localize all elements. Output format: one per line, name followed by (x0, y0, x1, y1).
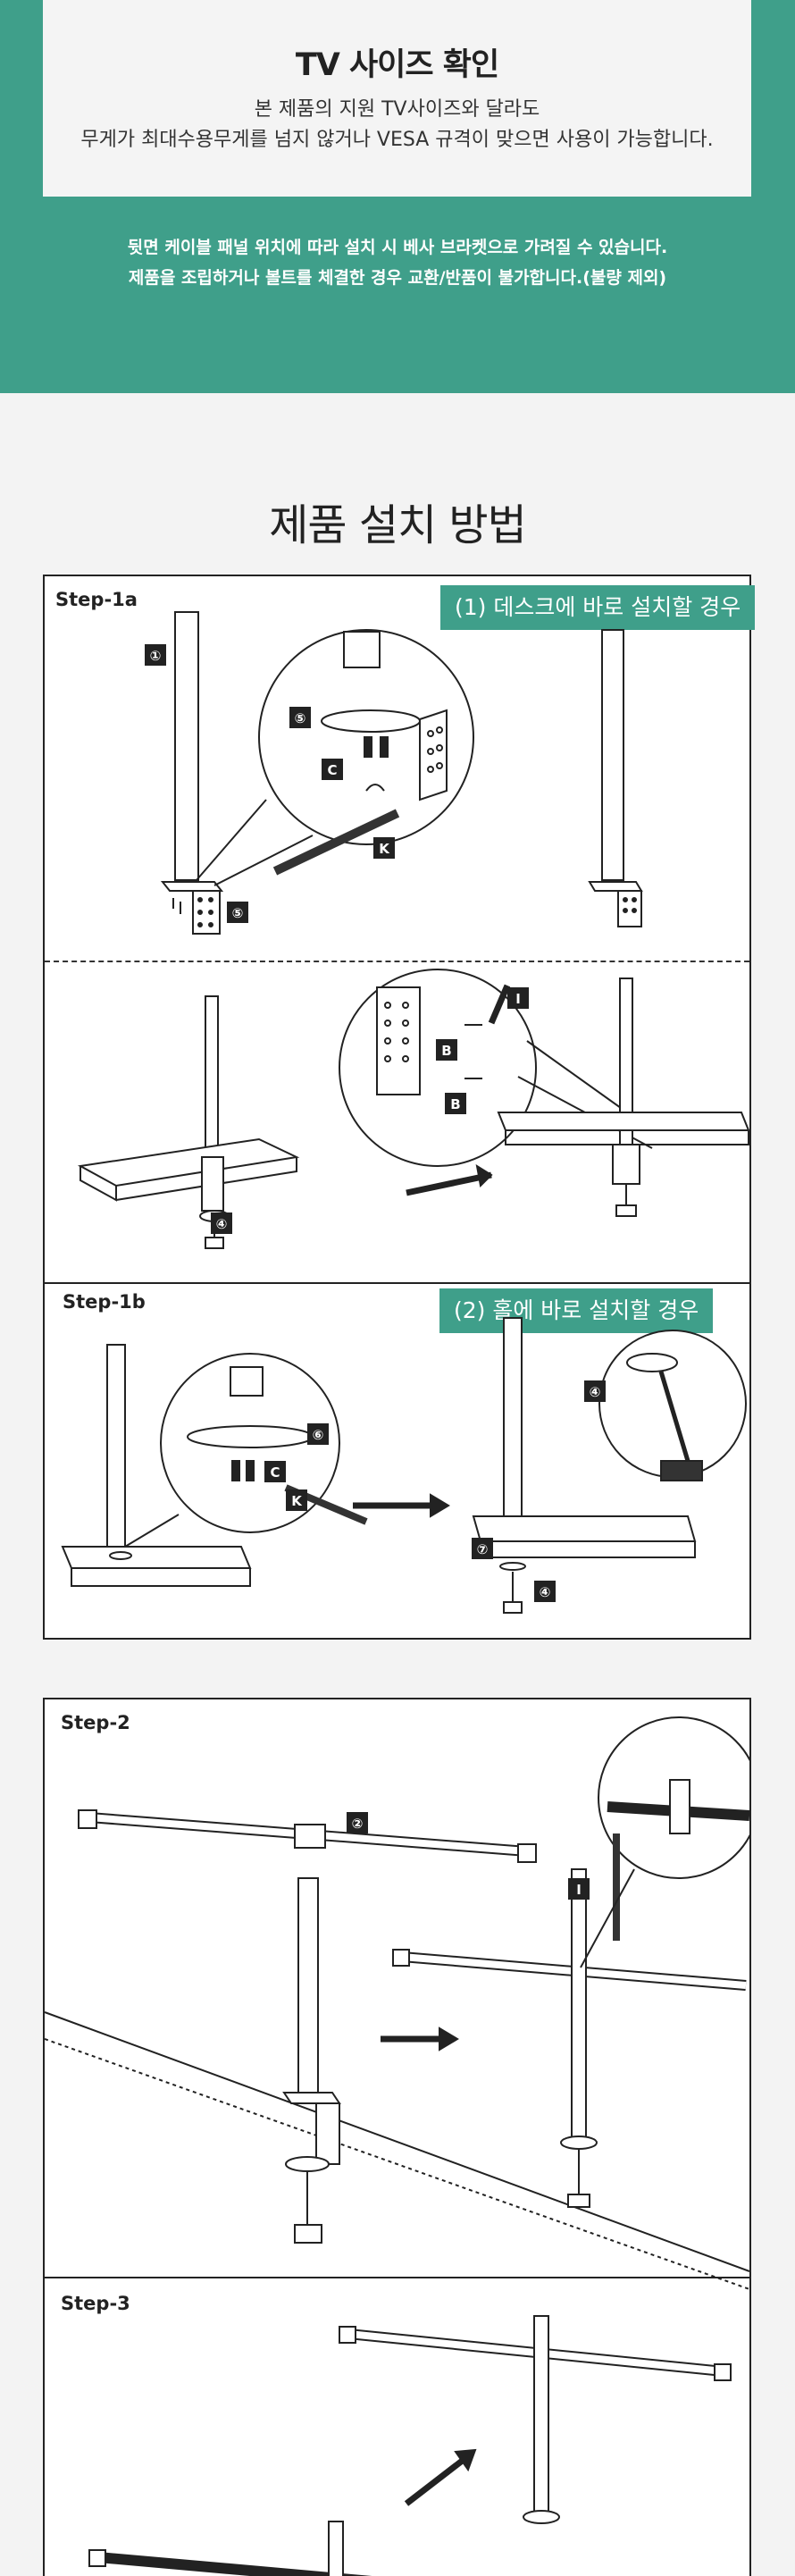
zoom-circle-1a (196, 629, 474, 886)
label-box-p4a (211, 1212, 232, 1234)
step1b-divider (45, 1282, 749, 1284)
install-panel-step1: Step-1a (1) 데스크에 바로 설치할 경우 Step-1b (2) 홀… (43, 575, 756, 1640)
label-box-k1 (373, 837, 395, 859)
step1a-divider (45, 961, 749, 962)
label-box-p5a (227, 902, 248, 923)
part-label-k1: K (379, 841, 390, 857)
notice-line2: 제품을 조립하거나 볼트를 체결한 경우 교환/반품이 불가합니다.(불량 제외… (128, 268, 667, 288)
label-box-k2 (286, 1489, 307, 1511)
pole-assembly-1b (61, 1344, 252, 1587)
label-box-p5b (289, 707, 311, 728)
step1b-case-label: (2) 홀에 바로 설치할 경우 (439, 1288, 714, 1333)
tv-size-title: TV 사이즈 확인 (295, 47, 499, 83)
pole-step2 (282, 1877, 341, 2244)
part-label-b1: B (441, 1043, 451, 1059)
step1b-label: Step-1b (63, 1291, 146, 1313)
arrow-1a-head (475, 1163, 493, 1188)
part-label-p4c: ④ (590, 1384, 601, 1400)
tv-size-line2: 무게가 최대수용무게를 넘지 않거나 VESA 규격이 맞으면 사용이 가능합니… (80, 129, 714, 151)
label-box-p7 (472, 1538, 493, 1559)
arrow-step3-head (454, 2448, 477, 2472)
desk-assembly-1a (77, 995, 300, 1249)
label-box-p2 (347, 1812, 368, 1833)
zoom-circle-1b (160, 1353, 368, 1533)
zoom-circle-1b-right (598, 1330, 747, 1481)
part-label-p4b: ④ (540, 1584, 551, 1600)
part-label-p6: ⑥ (313, 1427, 324, 1443)
step1a-case-label: (1) 데스크에 바로 설치할 경우 (440, 585, 756, 630)
label-box-c2 (264, 1461, 286, 1482)
zoom-circle-step2 (580, 1716, 749, 1968)
label-box-i2 (568, 1878, 590, 1900)
pole-assembly-1a (160, 611, 224, 935)
crossbar-step3-top (339, 2315, 732, 2524)
step2-label: Step-2 (61, 1712, 130, 1733)
part-label-p7: ⑦ (477, 1541, 489, 1557)
zoom-circle-1a-lower (339, 969, 653, 1167)
part-label-i2: I (576, 1882, 582, 1898)
step2-illustration: ② I (45, 1716, 749, 2576)
notice-line1: 뒷면 케이블 패널 위치에 따라 설치 시 베사 브라켓으로 가려질 수 있습니… (127, 238, 668, 257)
step1-illustration: ① ⑤ ⑤ C K I B B ④ ⑥ C K ⑦ ④ (61, 611, 749, 1614)
step1a-label: Step-1a (55, 589, 138, 610)
arrow-step2-head (439, 2026, 459, 2052)
part-label-p1: ① (150, 648, 162, 664)
part-label-i1: I (515, 991, 521, 1007)
step3-label: Step-3 (61, 2293, 130, 2314)
label-box-p1 (145, 644, 166, 666)
label-box-p6 (307, 1423, 329, 1445)
step3-divider (45, 2277, 749, 2278)
pole-finished-1a (588, 629, 643, 927)
arrow-1b-head (430, 1493, 450, 1518)
tv-size-line1: 본 제품의 지원 TV사이즈와 달라도 (254, 98, 540, 121)
crossbar-step3-bottom (88, 2521, 372, 2576)
desk-edge (45, 2011, 749, 2272)
part-label-k2: K (291, 1493, 303, 1509)
install-title: 제품 설치 방법 (269, 500, 526, 550)
pole-desk-1a (497, 978, 749, 1217)
part-label-c1: C (327, 762, 337, 778)
arrow-1a (406, 1171, 492, 1196)
label-box-i1 (507, 987, 529, 1009)
part-label-p4a: ④ (216, 1216, 228, 1232)
install-panel-step2: Step-2 Step-3 (43, 1698, 751, 2576)
label-box-c1 (322, 759, 343, 780)
part-label-b2: B (450, 1096, 460, 1112)
part-label-p5b: ⑤ (295, 710, 306, 726)
label-box-b1 (436, 1039, 457, 1061)
label-box-p4c (584, 1380, 606, 1402)
label-box-b2 (445, 1093, 466, 1114)
assembled-step2 (392, 1868, 747, 2208)
arrow-step3 (404, 2456, 467, 2506)
tv-size-card: TV 사이즈 확인 본 제품의 지원 TV사이즈와 달라도 무게가 최대수용무게… (43, 0, 751, 197)
part-label-c2: C (270, 1464, 280, 1481)
crossbar-step2 (78, 1809, 537, 1863)
label-box-p4b (534, 1581, 556, 1602)
part-label-p5a: ⑤ (232, 905, 244, 921)
part-label-p2: ② (352, 1816, 364, 1832)
desk-edge-dashed (45, 2038, 749, 2290)
